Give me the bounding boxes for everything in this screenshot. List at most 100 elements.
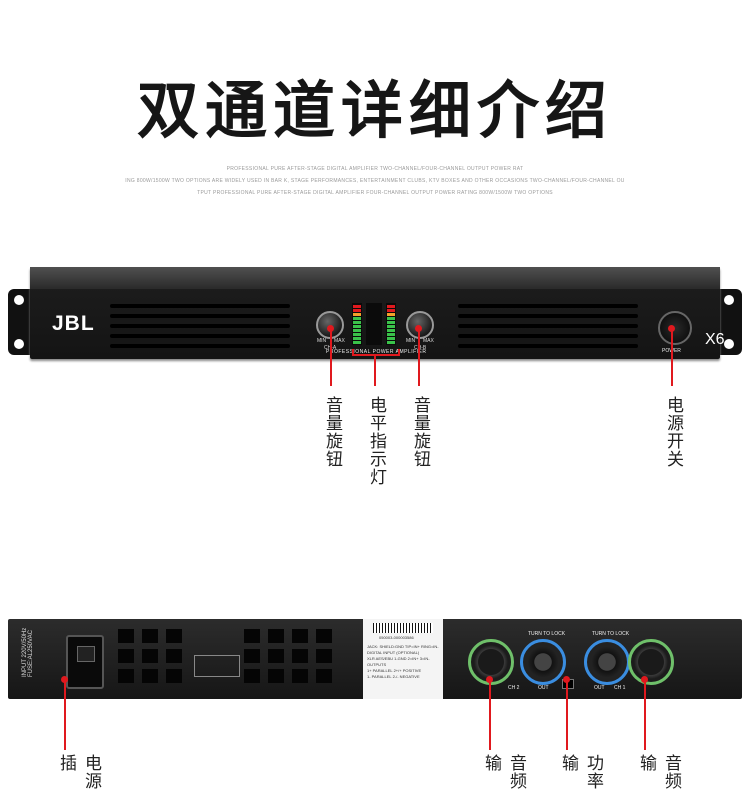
vent-cell	[166, 649, 182, 663]
callout-audio-input-left: 音频输	[481, 754, 526, 790]
vent-right	[458, 304, 638, 308]
callout-dot-input-right	[641, 676, 648, 683]
led-segment	[353, 333, 361, 336]
vent-left	[110, 304, 290, 308]
power-inlet-socket	[77, 646, 95, 662]
led-segment	[387, 325, 395, 328]
panel-label: PROFESSIONAL POWER AMPLIFIER	[326, 349, 427, 355]
vent-cell	[268, 669, 284, 683]
led-segment	[353, 341, 361, 344]
led-segment	[353, 325, 361, 328]
led-segment	[387, 317, 395, 320]
vent-cell	[268, 649, 284, 663]
plate-line-1: JACK: SHIELD:GND TIP=IN+ RING=IN-	[367, 644, 439, 649]
barcode	[373, 623, 433, 633]
vent-cell	[268, 629, 284, 643]
vent-cell	[316, 669, 332, 683]
vent-cell	[166, 629, 182, 643]
plate-line-4: OUTPUTS	[367, 662, 387, 667]
vent-left	[110, 334, 290, 338]
rear-fuse-spec: FUSE:AL250VAC	[28, 630, 34, 677]
level-meter-legend	[366, 303, 382, 345]
vent-right	[458, 334, 638, 338]
led-segment	[387, 305, 395, 308]
callout-line-mode	[566, 680, 568, 750]
xlr-input-ch2[interactable]	[468, 639, 514, 685]
vent-cell	[244, 649, 260, 663]
led-segment	[353, 337, 361, 340]
callout-power-input: 电源插	[56, 754, 101, 790]
turn-to-lock-1: TURN TO LOCK	[592, 631, 630, 637]
vent-cell	[118, 649, 134, 663]
led-segment	[387, 341, 395, 344]
power-inlet[interactable]	[66, 635, 104, 689]
led-segment	[387, 321, 395, 324]
model-label: X6	[705, 331, 725, 348]
vent-cell	[118, 629, 134, 643]
led-segment	[387, 309, 395, 312]
vent-cell	[142, 629, 158, 643]
ear-hole-right-bottom	[724, 339, 734, 349]
spec-plate: 050003-000003586 JACK: SHIELD:GND TIP=IN…	[363, 619, 443, 699]
plate-line-3: XLR AES/EBU 1-GND 2=IN+ 3=IN-	[367, 656, 430, 661]
callout-power-mode: 功率输	[558, 754, 603, 790]
vent-cell	[142, 649, 158, 663]
rear-sticker	[194, 655, 240, 677]
ch2-label: CH 2	[508, 685, 520, 691]
knob-b-max: MAX	[423, 338, 434, 344]
led-segment	[353, 313, 361, 316]
led-segment	[353, 305, 361, 308]
rear-panel: INPUT 220V/50Hz FUSE:AL250VAC 050003-000…	[8, 619, 742, 699]
vent-right	[458, 324, 638, 328]
callout-line-power-inlet	[64, 680, 66, 750]
callout-audio-input-right: 音频输	[636, 754, 681, 790]
plate-line-5: 1+ PARALLEL 2+/+ POSITIVE	[367, 668, 422, 673]
callout-line-power	[671, 330, 673, 386]
xlr-input-ch1[interactable]	[628, 639, 674, 685]
level-meter-a	[352, 303, 362, 345]
level-meter-b	[386, 303, 396, 345]
led-segment	[353, 309, 361, 312]
vent-cell	[244, 669, 260, 683]
speakon-output-ch1[interactable]	[584, 639, 630, 685]
vent-cell	[316, 649, 332, 663]
callout-line-meter	[374, 355, 376, 386]
rear-input-text: INPUT 220V/50Hz FUSE:AL250VAC	[22, 628, 34, 677]
led-segment	[387, 329, 395, 332]
callout-line-input-left	[489, 680, 491, 750]
vent-left	[110, 314, 290, 318]
plate-line-6: 1- PARALLEL 2-/- NEGATIVE	[367, 674, 420, 679]
vent-cell	[244, 629, 260, 643]
vent-left	[110, 324, 290, 328]
subtitle-line-2: ING 800W/1500W TWO OPTIONS ARE WIDELY US…	[125, 178, 625, 184]
vent-left	[110, 344, 290, 348]
callout-line-knob-left	[330, 330, 332, 386]
callout-dot-mode	[563, 676, 570, 683]
vent-right	[458, 314, 638, 318]
knob-a-min: MIN	[317, 338, 327, 344]
vent-cell	[292, 669, 308, 683]
out-label-1: OUT	[594, 685, 605, 691]
front-panel-top	[30, 267, 720, 289]
subtitle-line-1: PROFESSIONAL PURE AFTER-STAGE DIGITAL AM…	[226, 166, 524, 172]
knob-b-channel: CH-B	[414, 345, 427, 351]
plate-serial: 050003-000003586	[379, 635, 414, 640]
turn-to-lock-2: TURN TO LOCK	[528, 631, 566, 637]
front-panel: JBL MIN MAX CH-A MIN MAX CH-B PROFESSION…	[30, 267, 725, 359]
ear-hole-left-bottom	[14, 339, 24, 349]
power-switch[interactable]	[658, 311, 692, 345]
led-segment	[353, 329, 361, 332]
led-segment	[387, 333, 395, 336]
led-segment	[353, 321, 361, 324]
ch1-label: CH 1	[614, 685, 626, 691]
led-segment	[387, 313, 395, 316]
callout-dot-knob-right	[415, 325, 422, 332]
speakon-output-ch2[interactable]	[520, 639, 566, 685]
ear-hole-right-top	[724, 295, 734, 305]
volume-knob-ch-b[interactable]	[406, 311, 434, 339]
vent-cell	[118, 669, 134, 683]
callout-volume-knob-right: 音量旋钮	[410, 396, 430, 468]
led-segment	[387, 337, 395, 340]
callout-power-switch: 电源开关	[663, 396, 683, 468]
callout-line-knob-right	[418, 330, 420, 386]
